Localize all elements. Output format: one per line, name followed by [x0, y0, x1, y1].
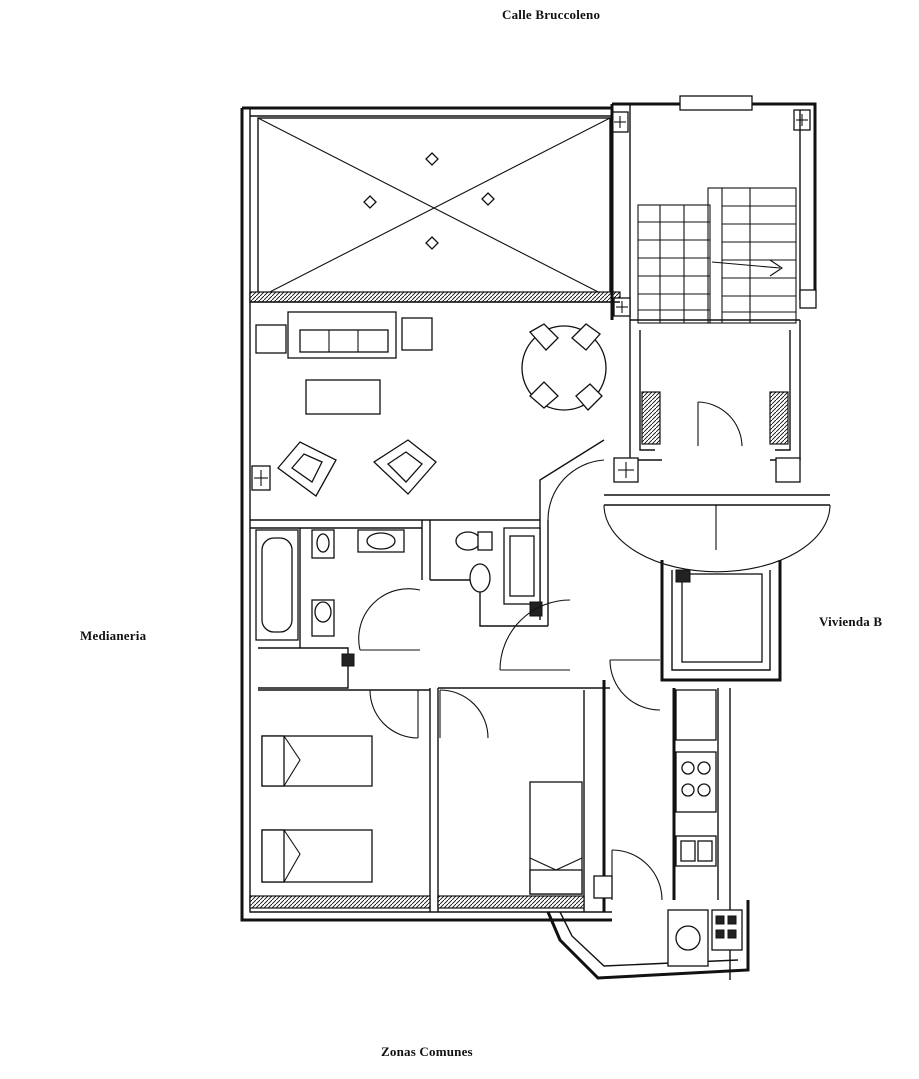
bathroom-main — [250, 519, 540, 689]
bidet-icon — [311, 529, 335, 559]
sink-icon — [469, 563, 491, 593]
coffee-table-icon — [305, 379, 381, 415]
terrace-planter-icon — [363, 152, 495, 250]
bathroom-secondary — [430, 520, 549, 627]
bed-icon — [529, 781, 583, 895]
staircase — [610, 95, 817, 324]
terrace — [249, 109, 811, 303]
bathtub-icon — [255, 529, 299, 641]
stove-icon — [675, 751, 717, 813]
sink-icon — [357, 529, 405, 553]
neighbor-unit-label-right: Vivienda B — [819, 614, 883, 629]
shower-icon — [503, 527, 541, 605]
common-areas-label-bottom: Zonas Comunes — [381, 1044, 473, 1059]
kitchen-sink-icon — [675, 835, 717, 867]
armchair-icon — [372, 439, 437, 495]
hallway-doors — [369, 459, 661, 739]
toilet-icon — [455, 531, 493, 551]
toilet-icon — [311, 599, 335, 637]
bedroom-second — [437, 680, 610, 912]
dining-table-icon — [521, 323, 607, 411]
fridge-icon — [675, 689, 717, 741]
sofa-icon — [287, 311, 397, 359]
kitchen — [593, 688, 731, 980]
washing-machine-icon — [711, 909, 743, 951]
boiler-icon — [667, 909, 709, 967]
column-icon — [611, 109, 811, 133]
service-patio — [546, 900, 750, 980]
bed-icon — [261, 829, 373, 883]
utility-room — [660, 560, 782, 682]
bedroom-main — [249, 688, 439, 912]
adjacent-wall-label-left: Medianeria — [80, 628, 147, 643]
armchair-icon — [277, 441, 337, 497]
street-label-top: Calle Bruccoleno — [502, 7, 601, 22]
outer-walls — [240, 106, 612, 922]
living-room — [250, 301, 620, 520]
side-table-icon — [255, 324, 287, 354]
washer-icon — [681, 573, 763, 663]
side-table-icon — [401, 317, 433, 351]
entry-door — [603, 494, 831, 573]
lobby — [613, 319, 801, 483]
bed-icon — [261, 735, 373, 787]
